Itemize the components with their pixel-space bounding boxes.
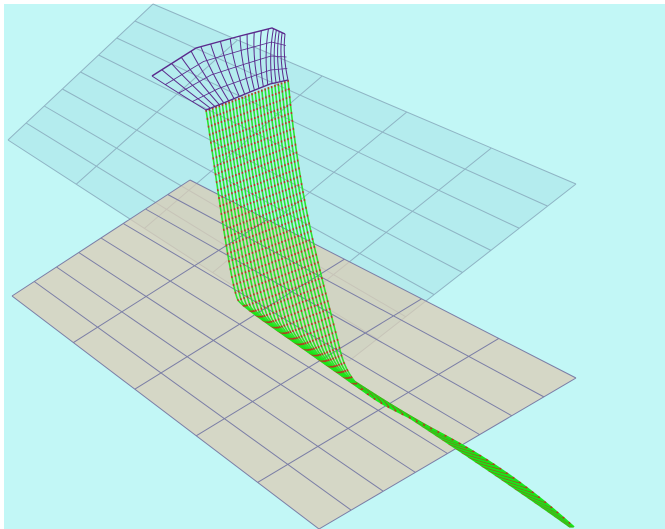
wing-wireframe	[151, 27, 289, 111]
wing-rib	[180, 57, 220, 106]
ground-grid-line	[145, 208, 512, 417]
ground-grid-line	[78, 252, 416, 473]
upper-grid-line	[80, 71, 463, 273]
wing-chord-line	[165, 41, 286, 85]
ground-grid-line	[100, 237, 448, 454]
ground-grid-line	[189, 179, 577, 379]
vortex-filament-marker	[228, 101, 572, 528]
wing-trailing-edge	[205, 79, 289, 111]
vortex-filament-marker	[208, 108, 571, 528]
wing-rib	[280, 32, 285, 81]
vortex-filament-marker	[211, 107, 571, 528]
wing-chord-line	[178, 55, 287, 94]
upper-grid-line	[152, 3, 577, 185]
vortex-filament-marker	[264, 88, 574, 528]
wing-chord-line	[192, 68, 288, 102]
wing-rib	[273, 29, 277, 83]
upper-grid-line	[98, 54, 492, 251]
wing-rib	[229, 38, 246, 95]
wing-rib	[253, 32, 260, 89]
upper-grid-line	[134, 20, 548, 207]
ground-grid-line	[122, 223, 480, 436]
wing-rib	[259, 30, 264, 87]
ground-grid-line	[11, 295, 320, 529]
upper-grid-line	[116, 37, 520, 229]
wing-rib	[190, 50, 225, 104]
wing-rib	[161, 69, 211, 109]
ground-grid-line	[33, 281, 352, 511]
wing-rib	[171, 63, 216, 107]
wing-rib	[210, 43, 235, 99]
vortex-filament-marker	[254, 91, 573, 528]
vortex-filament-marker	[221, 103, 572, 528]
vortex-filament	[287, 79, 575, 528]
ground-plane-fill	[12, 180, 576, 529]
vortex-filament-marker	[274, 84, 574, 528]
vortex-filament-marker	[234, 99, 572, 528]
vortex-filament-marker	[283, 81, 575, 528]
ground-grid-line	[56, 266, 384, 492]
wing-rib	[246, 34, 255, 91]
wing-rib	[277, 31, 281, 82]
wing-rib	[219, 41, 240, 97]
vortex-filaments	[205, 79, 575, 528]
wing-leading-edge	[151, 27, 286, 77]
wing-rib	[283, 33, 289, 81]
wing-rib	[239, 35, 251, 93]
vortex-filament-marker	[277, 83, 575, 528]
wing-rib	[151, 75, 207, 111]
wing-rib	[265, 28, 269, 85]
wing-rib	[270, 28, 274, 84]
wing-rib	[200, 46, 230, 102]
